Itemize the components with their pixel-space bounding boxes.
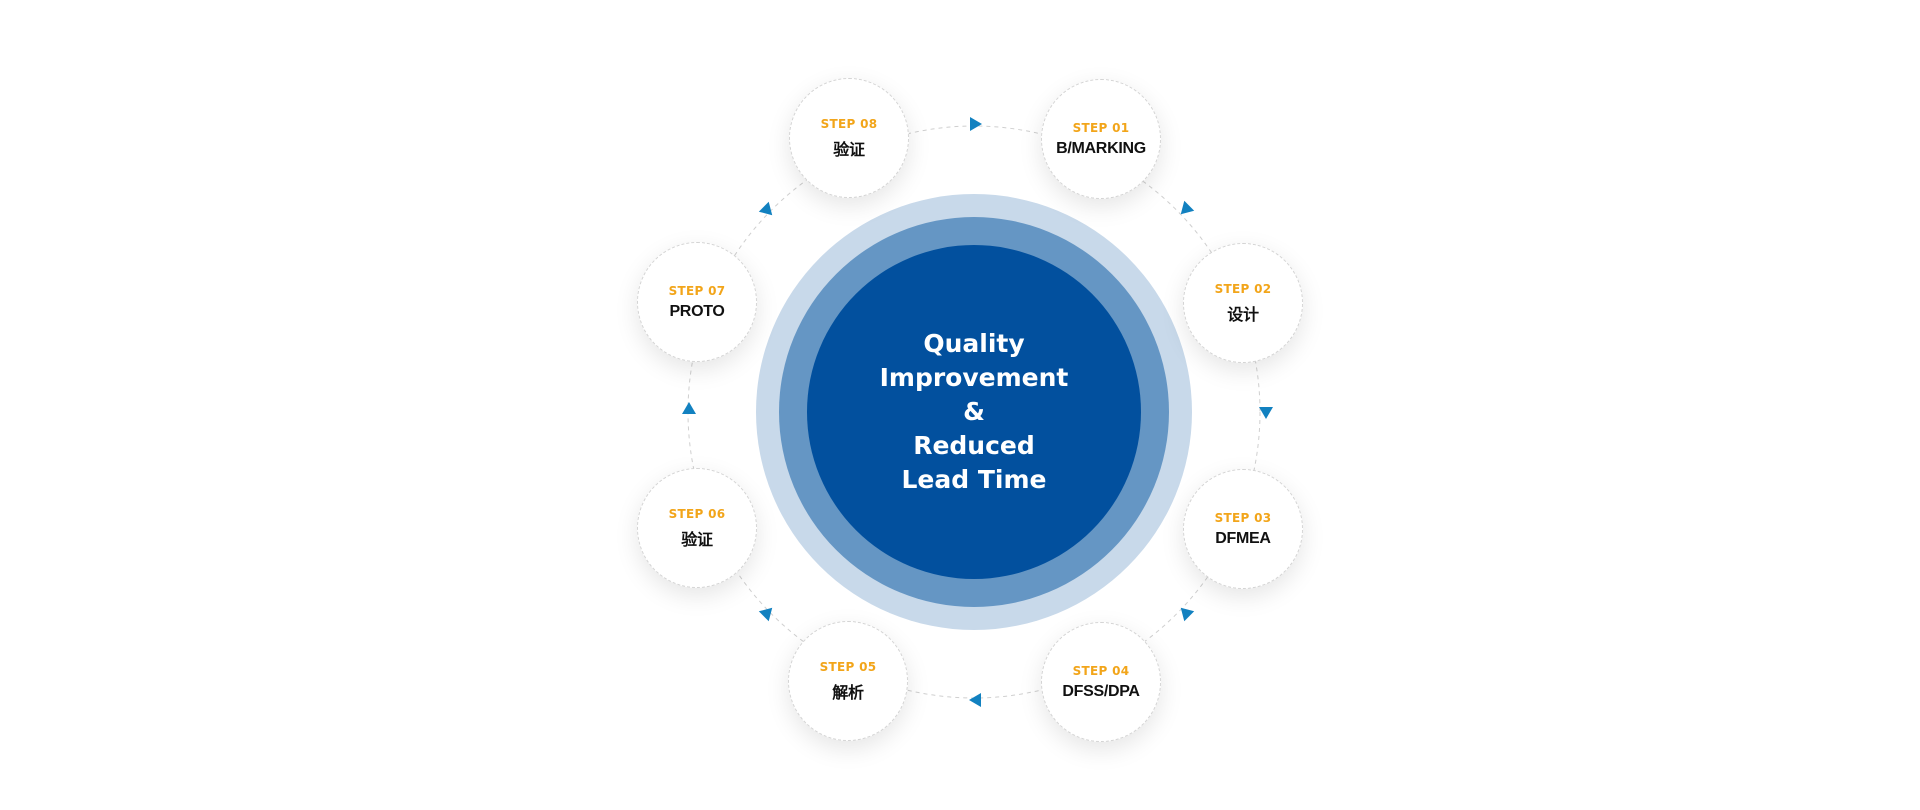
step-number: STEP 02 <box>1214 281 1272 296</box>
center-title-line: & <box>963 397 985 426</box>
step-label: DFMEA <box>1215 529 1271 547</box>
center-core: Quality Improvement & Reduced Lead Time <box>807 245 1141 579</box>
step-04-node: STEP 04 DFSS/DPA <box>1041 622 1161 742</box>
step-label: 解析 <box>832 684 864 702</box>
step-number: STEP 06 <box>668 506 726 521</box>
center-title-line: Quality <box>923 329 1025 358</box>
step-label: 验证 <box>681 531 713 549</box>
step-number: STEP 05 <box>819 659 877 674</box>
step-label: PROTO <box>669 302 725 320</box>
flow-arrow-icon <box>1259 407 1273 419</box>
step-03-node: STEP 03 DFMEA <box>1183 469 1303 589</box>
center-title: Quality Improvement & Reduced Lead Time <box>854 327 1094 497</box>
center-title-line: Lead Time <box>901 465 1047 494</box>
center-title-line: Reduced <box>913 431 1035 460</box>
center-title-line: Improvement <box>879 363 1069 392</box>
step-number: STEP 08 <box>820 116 878 131</box>
step-02-node: STEP 02 设计 <box>1183 243 1303 363</box>
step-number: STEP 04 <box>1072 663 1130 678</box>
step-number: STEP 07 <box>668 283 726 298</box>
flow-arrow-icon <box>969 693 981 707</box>
flow-arrow-icon <box>682 402 696 414</box>
step-06-node: STEP 06 验证 <box>637 468 757 588</box>
step-number: STEP 01 <box>1072 120 1130 135</box>
step-label: B/MARKING <box>1056 139 1146 157</box>
step-label: 验证 <box>833 141 865 159</box>
step-number: STEP 03 <box>1214 510 1272 525</box>
step-07-node: STEP 07 PROTO <box>637 242 757 362</box>
step-01-node: STEP 01 B/MARKING <box>1041 79 1161 199</box>
step-label: 设计 <box>1227 306 1259 324</box>
step-label: DFSS/DPA <box>1062 682 1140 700</box>
step-05-node: STEP 05 解析 <box>788 621 908 741</box>
step-08-node: STEP 08 验证 <box>789 78 909 198</box>
flow-arrow-icon <box>970 117 982 131</box>
